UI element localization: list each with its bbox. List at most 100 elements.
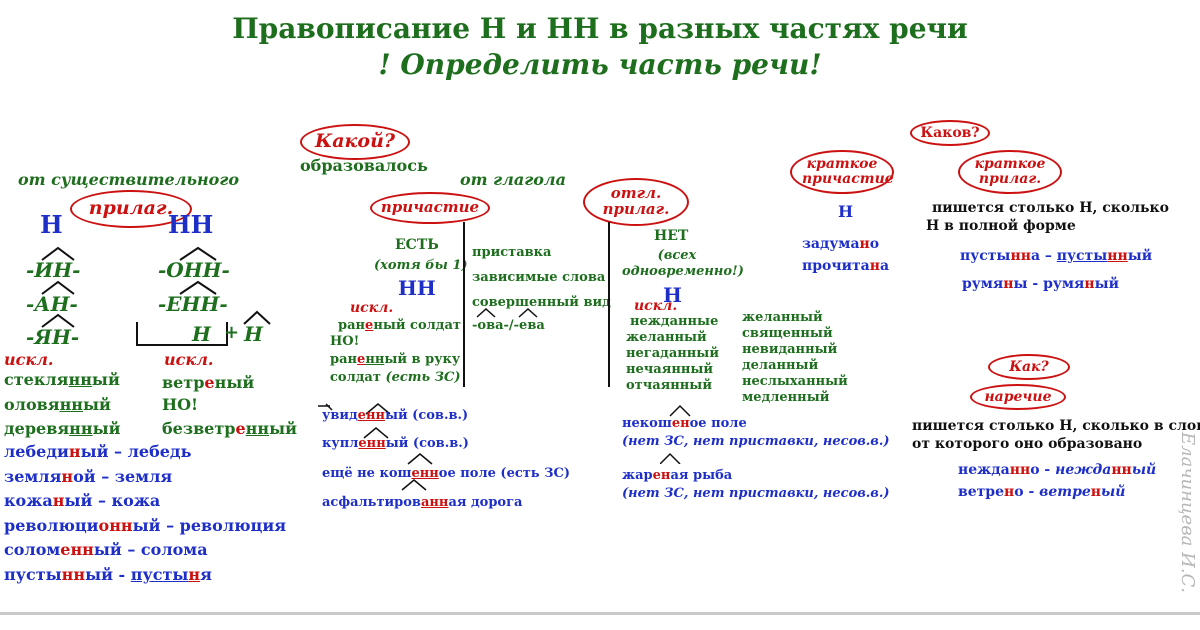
saex2a: румя xyxy=(962,276,1004,292)
adex2b: н xyxy=(1004,484,1015,500)
va-exc-c1-5: отчаянный xyxy=(626,378,712,393)
adj-ex4-pre: революци xyxy=(4,516,99,535)
adjective-example-6: пустынный - пустыня xyxy=(4,565,212,584)
adj-ex6-pre: пусты xyxy=(4,565,62,584)
exc-r1-post2: ый xyxy=(226,373,255,392)
va-example-1: некошеное поле xyxy=(622,416,747,431)
question-kak: Как? xyxy=(1009,358,1049,375)
vaex2-hl: ен xyxy=(652,468,671,483)
pex1-hl: енн xyxy=(357,408,385,423)
suffix-hat-an xyxy=(41,280,75,295)
pex2-hl: енн xyxy=(358,436,386,451)
author-signature: Елачинцева И.С. xyxy=(1177,432,1198,594)
criterion-perfective: совершенный вид xyxy=(472,295,611,310)
adj-ex5-hl: енн xyxy=(60,540,94,559)
saex1d: пусты xyxy=(1056,248,1108,264)
adj-ex6-hl: нн xyxy=(61,565,86,584)
adjective-exceptions-label-left: искл. xyxy=(4,350,54,369)
adj-ex2-pre: земля xyxy=(4,467,62,486)
exc-l2-hl: нн xyxy=(59,395,83,414)
suffix-in: -ИН- xyxy=(26,258,81,282)
adjective-nn-label: НН xyxy=(168,210,214,239)
short-adjective-example-1: пустынна – пустынный xyxy=(960,248,1152,264)
pex3-post: ое поле (есть ЗС) xyxy=(438,466,571,481)
participle-example-2: купленный (сов.в.) xyxy=(322,436,469,451)
pex3-pre: ещё не кош xyxy=(322,466,412,481)
suffix-hat-in xyxy=(41,246,75,261)
adj-ex6-tail-post: я xyxy=(200,565,212,584)
bracket-bottom xyxy=(136,344,228,346)
exc-r1-pre: ветр xyxy=(162,373,205,392)
adex1b: нн xyxy=(1009,462,1031,478)
short-adjective-example-2: румяны - румяный xyxy=(962,276,1119,292)
saex2d: н xyxy=(1084,276,1095,292)
n-plus-n-second: Н xyxy=(244,322,263,346)
adex2f: ый xyxy=(1101,484,1126,500)
adj-ex3-hl: н xyxy=(52,491,65,510)
exception-right-1: ветреный xyxy=(162,373,254,392)
vaex1-post: ое поле xyxy=(689,416,747,431)
pexc2d: ый в руку xyxy=(384,352,461,367)
va-exc-c2-2: священный xyxy=(742,326,833,341)
suffix-hat-onn xyxy=(179,246,217,261)
va-exc-c1-3: негаданный xyxy=(626,346,719,361)
participle-example-3: ещё не кошенное поле (есть ЗС) xyxy=(322,466,570,481)
exception-left-3: деревянный xyxy=(4,419,120,438)
adjective-example-3: кожаный – кожа xyxy=(4,491,160,510)
adj-ex4-post: ый – революция xyxy=(132,516,287,535)
short-participle-n-label: Н xyxy=(838,202,854,221)
participle-example-4: асфальтированная дорога xyxy=(322,495,522,510)
adjective-example-5: соломенный – солома xyxy=(4,540,208,559)
suffix-yan: -ЯН- xyxy=(26,325,80,349)
va-exc-c1-1: нежданные xyxy=(630,314,719,329)
from-noun-label: от существительного xyxy=(18,170,240,189)
exc-l3-pre: деревя xyxy=(4,419,70,438)
exception-left-1: стеклянный xyxy=(4,370,120,389)
short-participle-oval: краткое причастие xyxy=(790,150,894,194)
pex1-post: ый (сов.в.) xyxy=(384,408,469,423)
participle-est: ЕСТЬ xyxy=(395,237,439,253)
adj-ex1-post: ый – лебедь xyxy=(80,442,192,461)
spex1-pre: задума xyxy=(802,236,860,252)
pex2-post: ый (сов.в.) xyxy=(385,436,469,451)
exc-r3-pre: безветр xyxy=(162,419,236,438)
question-kak-oval: Как? xyxy=(988,354,1070,380)
saex2c: ы - румя xyxy=(1013,276,1085,292)
exc-r3-hl: е xyxy=(235,419,246,438)
short-participle-oval-label: краткое причастие xyxy=(802,156,894,187)
va-exc-c2-5: неслыханный xyxy=(742,374,848,389)
exception-right-2: НО! xyxy=(162,395,199,414)
pexc3i: (есть ЗС) xyxy=(385,370,461,385)
spex2-post: а xyxy=(880,258,890,274)
adj-ex2-hl: н xyxy=(61,467,74,486)
adjective-exceptions-label-right: искл. xyxy=(164,350,214,369)
spex1-hl: н xyxy=(859,236,870,252)
adj-ex6-tail-u: пусты xyxy=(130,565,189,584)
exc-r1-post: н xyxy=(214,373,227,392)
ova-hat-1 xyxy=(476,308,496,318)
pex4-hl: анн xyxy=(420,495,449,510)
participle-exception-no: НО! xyxy=(330,334,360,349)
exc-l1-post: ый xyxy=(91,370,120,389)
exc-r1-hl: е xyxy=(204,373,215,392)
va-example-2: жареная рыба xyxy=(622,468,732,483)
spex2-hl: н xyxy=(869,258,881,274)
short-participle-example-2: прочитана xyxy=(802,258,889,274)
short-adjective-oval: краткое прилаг. xyxy=(958,150,1062,194)
exc-l3-hl: нн xyxy=(69,419,93,438)
saex2e: ый xyxy=(1094,276,1120,292)
ova-hat-2 xyxy=(518,308,538,318)
suffix-onn: -ОНН- xyxy=(158,258,230,282)
va-ex-hats xyxy=(660,404,691,464)
exc-l2-pre: оловя xyxy=(4,395,60,414)
adj-ex5-post: ый – солома xyxy=(93,540,208,559)
pexc3: солдат xyxy=(330,370,381,385)
vaex2-post: ая рыба xyxy=(670,468,733,483)
adverb-example-1: нежданно - нежданный xyxy=(958,462,1156,478)
vaex1-hl: ен xyxy=(671,416,690,431)
exc-l1-hl: нн xyxy=(68,370,92,389)
pexc2b: е xyxy=(357,352,366,367)
bracket-right xyxy=(226,322,228,346)
verbal-adjective-net: НЕТ xyxy=(654,228,689,244)
verbal-adjective-oval-label: отгл. прилаг. xyxy=(602,184,670,218)
